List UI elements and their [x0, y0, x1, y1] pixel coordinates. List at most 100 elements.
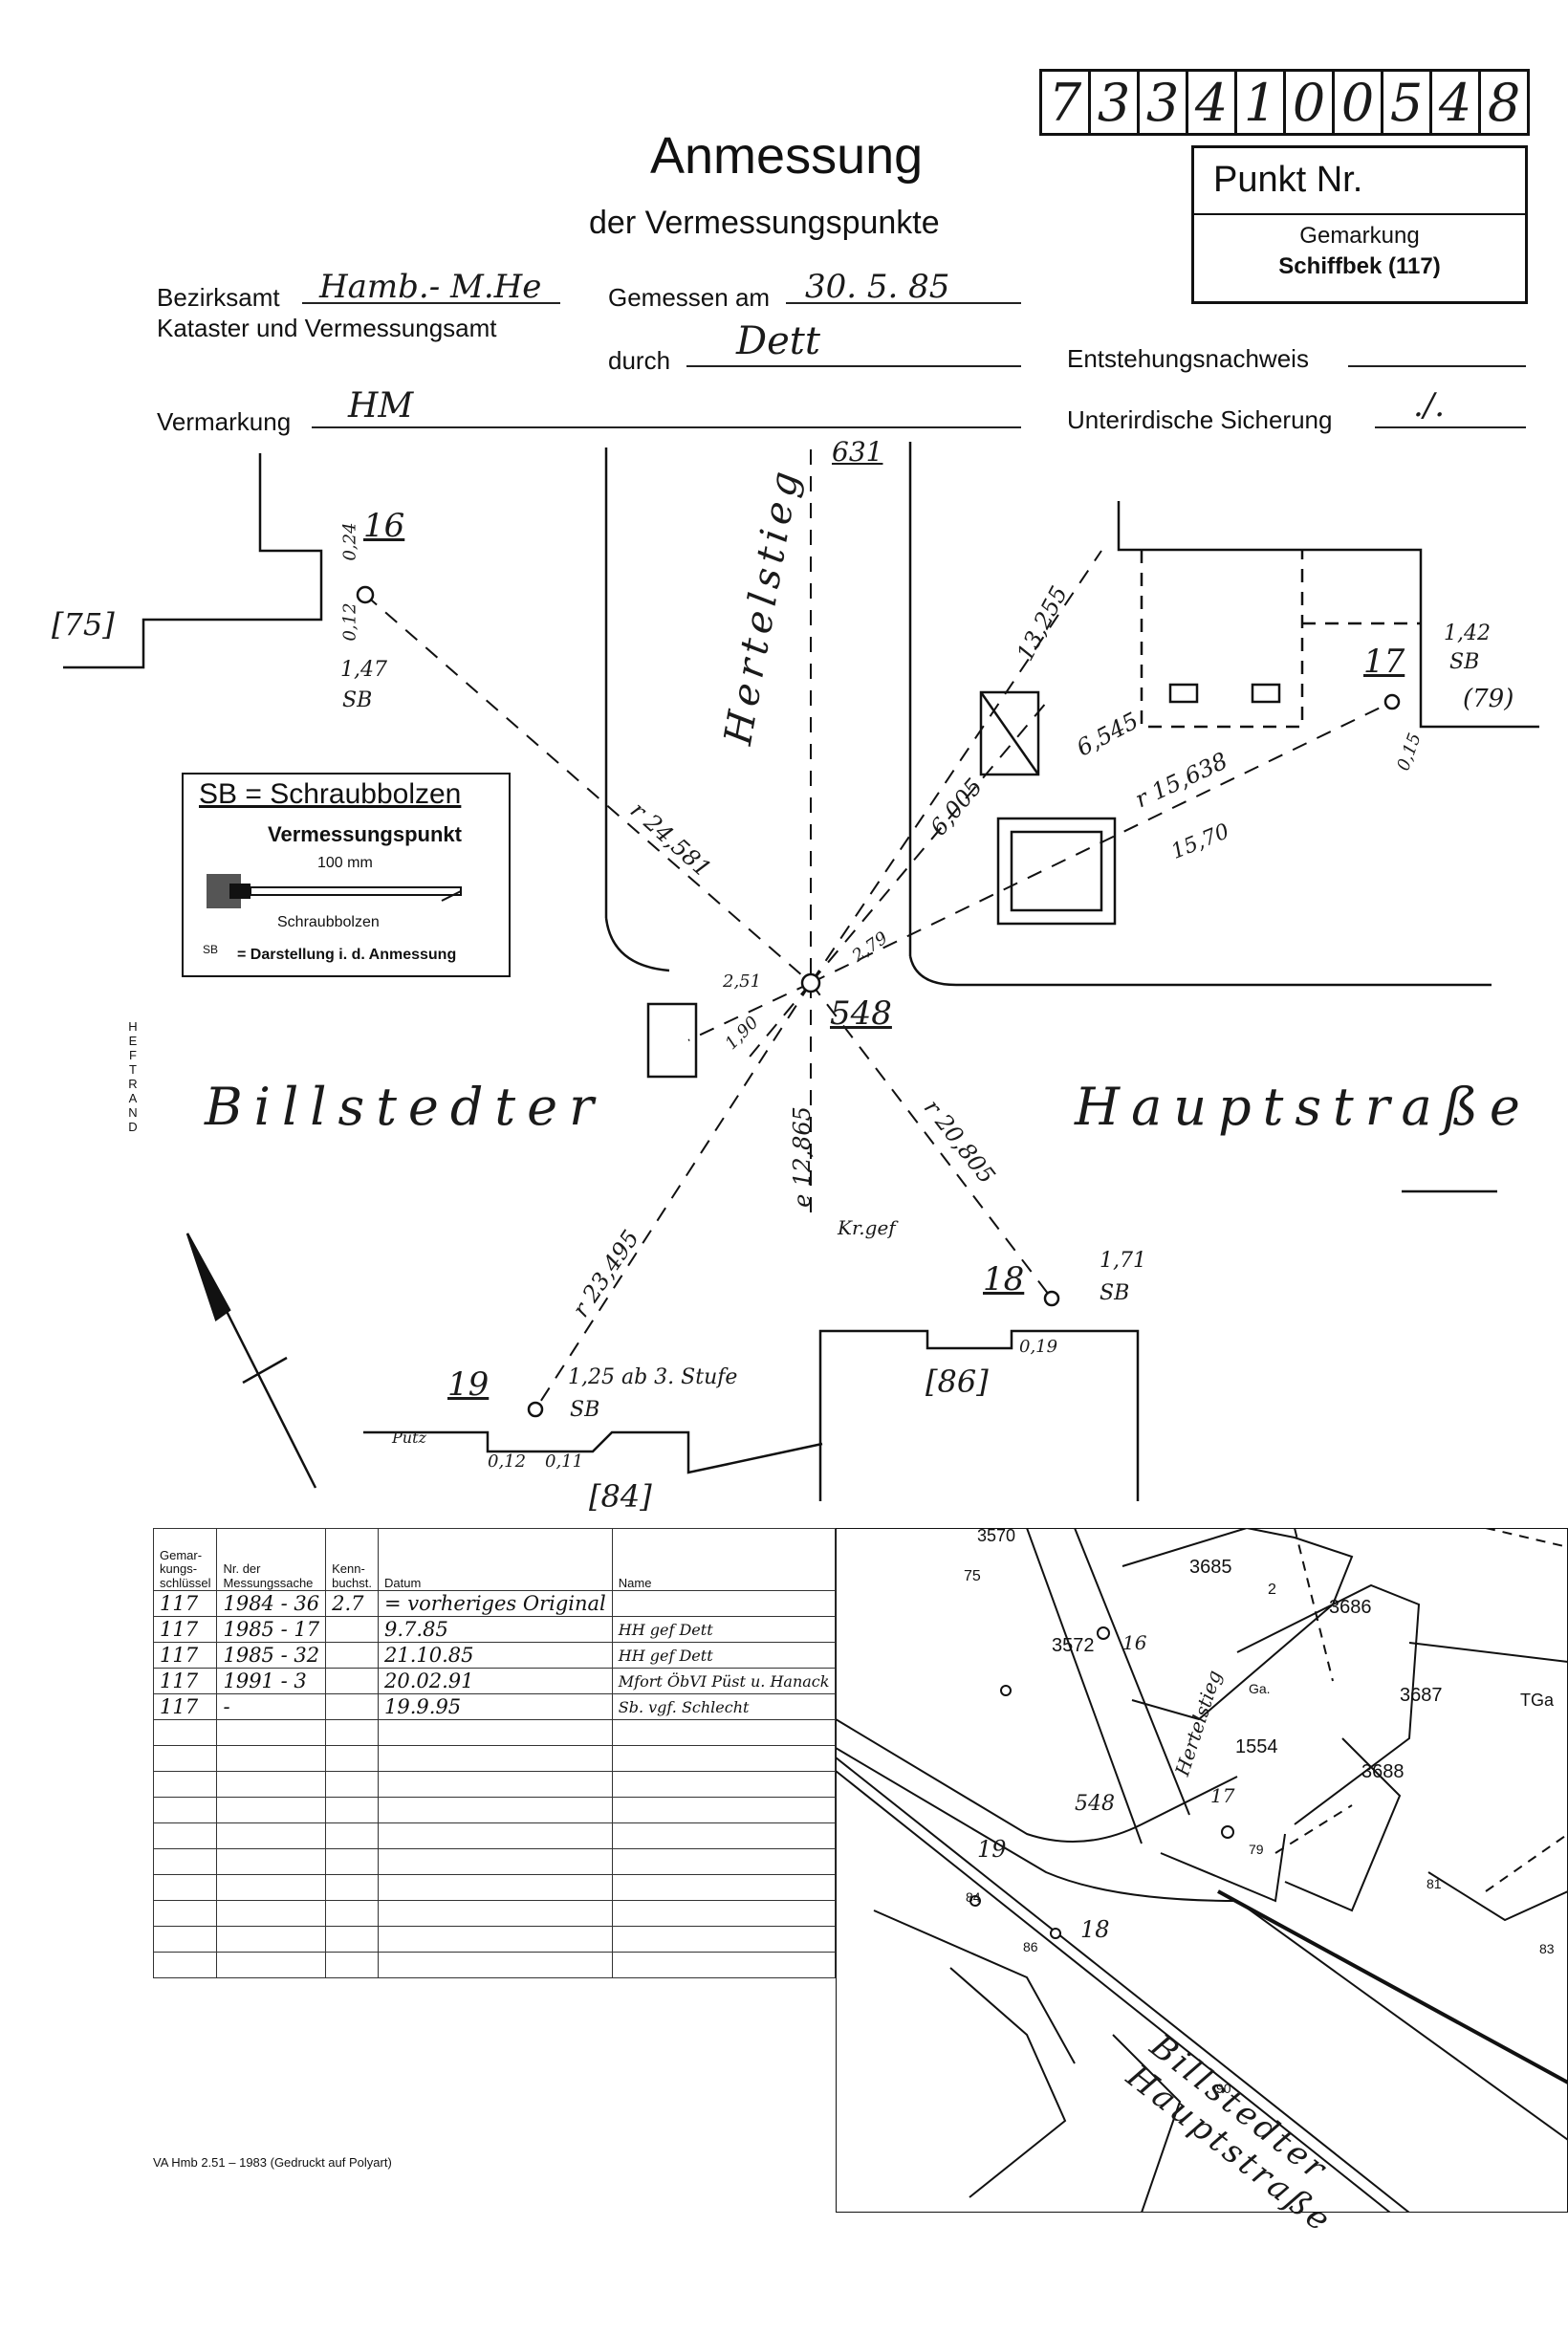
- table-cell: [611, 1926, 837, 1953]
- legend-sb-mark: SB: [203, 943, 219, 956]
- label-b84: [84]: [589, 1478, 652, 1515]
- legend-size: 100 mm: [317, 855, 373, 871]
- table-row: [152, 1926, 837, 1953]
- table-cell: [325, 1693, 380, 1720]
- table-cell: 2.7: [325, 1590, 380, 1617]
- table-cell: [611, 1874, 837, 1901]
- label-b86: [86]: [926, 1364, 989, 1400]
- table-row: [152, 1797, 837, 1823]
- table-cell: [152, 1926, 218, 1953]
- legend-note: = Darstellung i. d. Anmessung: [237, 947, 457, 963]
- table-cell: HH gef Dett: [611, 1642, 837, 1669]
- table-cell: 21.10.85: [378, 1642, 613, 1669]
- table-cell: [611, 1822, 837, 1849]
- table-cell: [378, 1719, 613, 1746]
- table-cell: [152, 1771, 218, 1798]
- table-header: Name: [611, 1528, 837, 1591]
- m-024: 0,24: [339, 522, 360, 561]
- table-cell: [152, 1719, 218, 1746]
- table-cell: [378, 1848, 613, 1875]
- table-cell: [152, 1848, 218, 1875]
- table-header: Kenn- buchst.: [325, 1528, 380, 1591]
- table-cell: 20.02.91: [378, 1668, 613, 1694]
- table-cell: 1984 - 36: [216, 1590, 327, 1617]
- map-3688: 3688: [1361, 1761, 1405, 1782]
- street-billstedter: Billstedter: [205, 1077, 605, 1137]
- table-cell: [325, 1822, 380, 1849]
- putz: Putz: [392, 1429, 426, 1447]
- durch-value: Dett: [736, 319, 820, 363]
- m-251: 2,51: [723, 971, 762, 992]
- table-cell: [152, 1874, 218, 1901]
- table-cell: HH gef Dett: [611, 1616, 837, 1643]
- table-cell: [216, 1926, 327, 1953]
- table-cell: 1985 - 32: [216, 1642, 327, 1669]
- map-90: 90: [1216, 2081, 1231, 2096]
- gemessen-label: Gemessen am: [608, 283, 771, 312]
- table-cell: [325, 1719, 380, 1746]
- table-cell: [611, 1590, 837, 1617]
- label-17: 17: [1363, 643, 1405, 681]
- map-3687: 3687: [1400, 1685, 1443, 1706]
- table-cell: [611, 1952, 837, 1978]
- table-row: [152, 1719, 837, 1746]
- table-cell: [325, 1900, 380, 1927]
- point-digit: 3: [1137, 69, 1188, 136]
- durch-label: durch: [608, 346, 671, 375]
- map-3686: 3686: [1329, 1597, 1372, 1618]
- punkt-nr-label: Punkt Nr.: [1213, 160, 1363, 200]
- table-cell: [325, 1952, 380, 1978]
- table-row: [152, 1848, 837, 1875]
- m-019: 0,19: [1019, 1337, 1058, 1357]
- sb-18: SB: [1100, 1281, 1130, 1305]
- map-75: 75: [964, 1568, 981, 1584]
- map-3570: 3570: [977, 1526, 1016, 1545]
- sb-19: SB: [570, 1398, 600, 1422]
- table-cell: [325, 1616, 380, 1643]
- map-16: 16: [1122, 1631, 1147, 1654]
- table-cell: [378, 1952, 613, 1978]
- map-ga: Ga.: [1249, 1681, 1271, 1696]
- map-17: 17: [1210, 1784, 1235, 1807]
- kataster-label: Kataster und Vermessungsamt: [157, 314, 497, 342]
- table-cell: [216, 1771, 327, 1798]
- table-cell: 117: [152, 1590, 218, 1617]
- table-cell: 117: [152, 1668, 218, 1694]
- map-tga: TGa: [1520, 1691, 1555, 1710]
- table-cell: [378, 1822, 613, 1849]
- label-19: 19: [447, 1365, 490, 1404]
- label-631: 631: [832, 436, 883, 468]
- map-19: 19: [977, 1836, 1007, 1863]
- table-header: Nr. der Messungssache: [216, 1528, 327, 1591]
- table-cell: [216, 1952, 327, 1978]
- page-title: Anmessung: [650, 127, 924, 185]
- table-cell: Mfort ÖbVI Püst u. Hanack: [611, 1668, 837, 1694]
- label-16: 16: [363, 507, 405, 545]
- table-cell: [378, 1926, 613, 1953]
- table-cell: [325, 1642, 380, 1669]
- table-cell: 19.9.95: [378, 1693, 613, 1720]
- legend-title: SB = Schraubbolzen: [199, 778, 462, 810]
- table-cell: [325, 1797, 380, 1823]
- table-cell: [216, 1874, 327, 1901]
- map-2: 2: [1268, 1582, 1276, 1598]
- map-84: 84: [966, 1889, 981, 1905]
- table-cell: 1991 - 3: [216, 1668, 327, 1694]
- map-18: 18: [1080, 1916, 1110, 1943]
- legend-subtitle: Vermessungspunkt: [268, 822, 462, 846]
- map-79: 79: [1249, 1842, 1264, 1857]
- street-hauptstrasse: Hauptstraße: [1075, 1077, 1532, 1137]
- map-548: 548: [1075, 1792, 1115, 1816]
- table-cell: [378, 1900, 613, 1927]
- table-cell: [378, 1797, 613, 1823]
- table-cell: [152, 1822, 218, 1849]
- sb-16: SB: [342, 688, 373, 712]
- table-cell: [216, 1900, 327, 1927]
- table-row: [152, 1900, 837, 1927]
- map-3685: 3685: [1189, 1557, 1232, 1578]
- table-cell: [611, 1797, 837, 1823]
